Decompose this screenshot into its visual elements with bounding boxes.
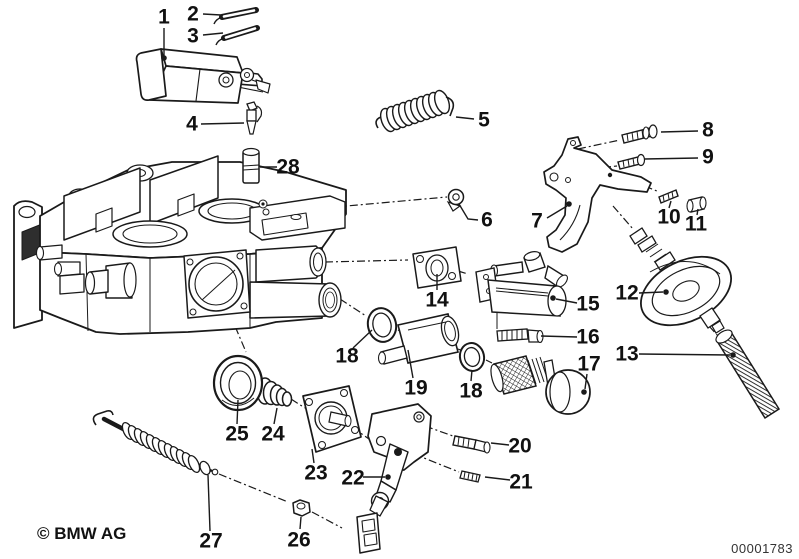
part-number-16: 16 bbox=[576, 326, 599, 349]
part-14-flange bbox=[412, 246, 462, 289]
part-number-27: 27 bbox=[199, 530, 222, 553]
part-number-1: 1 bbox=[158, 6, 170, 29]
part-number-2: 2 bbox=[187, 3, 199, 26]
part-23-cover-plate bbox=[302, 385, 362, 453]
part-27-rod-spring bbox=[92, 410, 219, 476]
callout-26: 26 bbox=[287, 516, 311, 552]
part-26-nut bbox=[292, 499, 311, 517]
callout-6: 6 bbox=[458, 203, 493, 232]
callout-13: 13 bbox=[615, 343, 736, 366]
callout-11: 11 bbox=[685, 208, 708, 236]
part-3-pin bbox=[215, 25, 260, 46]
part-number-4: 4 bbox=[186, 113, 198, 136]
part-28-plug bbox=[242, 147, 260, 184]
part-number-18: 18 bbox=[459, 380, 483, 403]
part-6-nut bbox=[446, 188, 465, 212]
copyright: © BMW AG bbox=[37, 524, 126, 543]
part-number-9: 9 bbox=[702, 146, 714, 169]
part-number-19: 19 bbox=[404, 377, 427, 400]
part-number-26: 26 bbox=[287, 529, 310, 552]
part-25-seal bbox=[212, 354, 264, 412]
part-1-cover bbox=[135, 48, 271, 104]
callout-25: 25 bbox=[225, 399, 249, 446]
part-12-diaphragm bbox=[629, 227, 733, 334]
callout-1: 1 bbox=[158, 6, 170, 61]
callout-12: 12 bbox=[615, 282, 669, 305]
callout-21: 21 bbox=[484, 471, 533, 494]
callout-27: 27 bbox=[199, 474, 223, 553]
part-number-20: 20 bbox=[508, 435, 531, 458]
callout-20: 20 bbox=[490, 435, 532, 458]
part-11-cap bbox=[686, 196, 707, 213]
part-13-tube bbox=[715, 329, 781, 420]
part-number-7: 7 bbox=[531, 210, 543, 233]
part-10-screw bbox=[658, 189, 679, 204]
part-number-28: 28 bbox=[276, 156, 300, 179]
callout-2: 2 bbox=[187, 3, 222, 26]
part-number-22: 22 bbox=[341, 467, 364, 490]
part-2-pin bbox=[213, 7, 259, 25]
callout-9: 9 bbox=[643, 146, 714, 169]
callout-3: 3 bbox=[187, 25, 224, 48]
part-5-spring bbox=[375, 89, 455, 133]
callout-22: 22 bbox=[341, 467, 391, 490]
part-number-10: 10 bbox=[657, 206, 680, 229]
part-9-screw bbox=[617, 153, 646, 170]
callout-19: 19 bbox=[404, 349, 428, 400]
part-number-8: 8 bbox=[702, 119, 714, 142]
part-16-screw bbox=[496, 328, 544, 344]
callout-7: 7 bbox=[531, 201, 572, 233]
part-number-11: 11 bbox=[685, 213, 708, 236]
callout-24: 24 bbox=[261, 407, 285, 446]
part-number-6: 6 bbox=[481, 209, 493, 232]
part-number-17: 17 bbox=[577, 353, 600, 376]
callout-4: 4 bbox=[186, 113, 245, 136]
part-number-13: 13 bbox=[615, 343, 638, 366]
part-21-stud bbox=[459, 470, 481, 483]
part-18-ring-left bbox=[366, 307, 398, 343]
part-4-needle-valve bbox=[246, 101, 263, 135]
callout-18: 18 bbox=[335, 329, 373, 368]
part-number-24: 24 bbox=[261, 423, 285, 446]
callout-16: 16 bbox=[540, 326, 600, 349]
part-number-21: 21 bbox=[509, 471, 533, 494]
part-8-screw bbox=[621, 124, 658, 144]
callout-18: 18 bbox=[459, 369, 483, 403]
part-20-screw bbox=[452, 435, 491, 454]
part-number-23: 23 bbox=[304, 462, 327, 485]
callout-17: 17 bbox=[577, 353, 601, 395]
document-number: 00001783 bbox=[731, 541, 793, 556]
part-22-lever-bracket bbox=[356, 403, 432, 554]
part-15-valve bbox=[475, 251, 568, 317]
part-number-15: 15 bbox=[576, 293, 600, 316]
part-number-3: 3 bbox=[187, 25, 199, 48]
callout-8: 8 bbox=[660, 119, 714, 142]
callout-10: 10 bbox=[657, 200, 681, 229]
callout-14: 14 bbox=[425, 274, 449, 312]
part-19-sleeve bbox=[377, 313, 460, 365]
part-carburetor-body bbox=[13, 155, 347, 335]
part-18-ring-right bbox=[458, 342, 486, 372]
part-number-5: 5 bbox=[478, 109, 490, 132]
callout-5: 5 bbox=[455, 109, 490, 132]
part-number-25: 25 bbox=[225, 423, 249, 446]
part-number-18: 18 bbox=[335, 345, 359, 368]
part-7-bracket bbox=[543, 136, 652, 253]
part-number-12: 12 bbox=[615, 282, 638, 305]
callout-23: 23 bbox=[304, 448, 328, 485]
part-number-14: 14 bbox=[425, 289, 449, 312]
callout-28: 28 bbox=[260, 156, 300, 179]
callout-15: 15 bbox=[550, 293, 600, 316]
part-17-piston bbox=[490, 355, 591, 415]
